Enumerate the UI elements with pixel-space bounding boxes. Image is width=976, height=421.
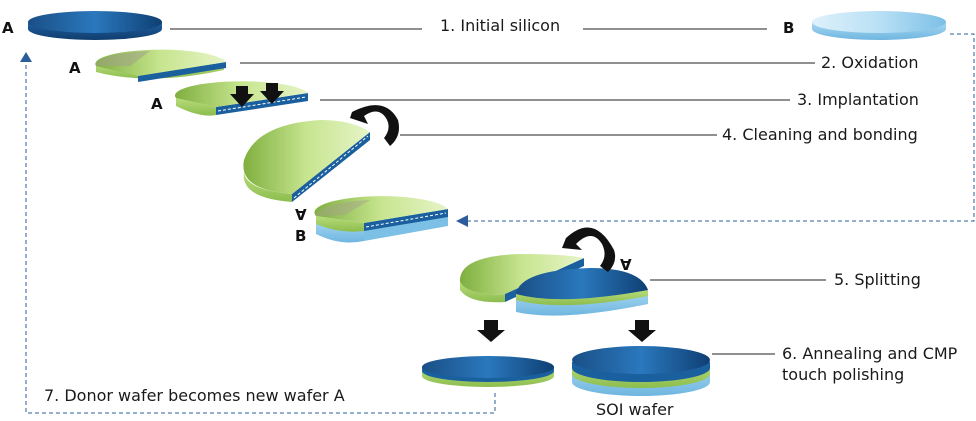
wafer-label-a-implanted: A [151,95,163,113]
recycle-path-left [25,58,496,414]
down-arrows [477,320,656,342]
wafer-label-b-initial: B [783,19,795,37]
soi-wafer [572,346,710,396]
implant-arrows [230,83,284,107]
down-arrow-right [628,320,656,342]
wafer-b-path [466,33,975,222]
recycled-donor-wafer [422,356,554,387]
step1-label: 1. Initial silicon [440,16,561,35]
wafer-a-oxidized [95,49,226,82]
wafer-label-b-bonded: B [295,227,307,245]
wafer-label-a-initial: A [2,19,14,37]
split-soi-half [516,268,648,316]
step2-label: 2. Oxidation [821,53,919,72]
recycle-arrowhead [20,52,32,62]
wafer-cleaning-bonding [243,120,370,202]
wafer-label-a-split: A [620,255,632,273]
step3-label: 3. Implantation [797,90,919,109]
flip-arrow-bonding [350,105,399,146]
bonded-wafer-stack [314,196,448,243]
step4-label: 4. Cleaning and bonding [722,125,918,144]
step7-label: 7. Donor wafer becomes new wafer A [44,386,345,405]
leader-lines [170,28,826,355]
dashed-return-paths [25,33,975,414]
wafer-label-a-flipped: A [295,205,307,223]
soi-wafer-label: SOI wafer [596,400,674,419]
wafer-b-initial [812,11,946,40]
wafer-a-initial [28,11,162,40]
step5-label: 5. Splitting [834,270,921,289]
flip-arrow-splitting [562,227,616,272]
step6-label-line1: 6. Annealing and CMP [782,344,958,363]
wafer-label-a-oxidized: A [69,59,81,77]
wafer-b-arrowhead [456,215,468,227]
step6-label-line2: touch polishing [782,365,905,384]
down-arrow-left [477,320,505,342]
